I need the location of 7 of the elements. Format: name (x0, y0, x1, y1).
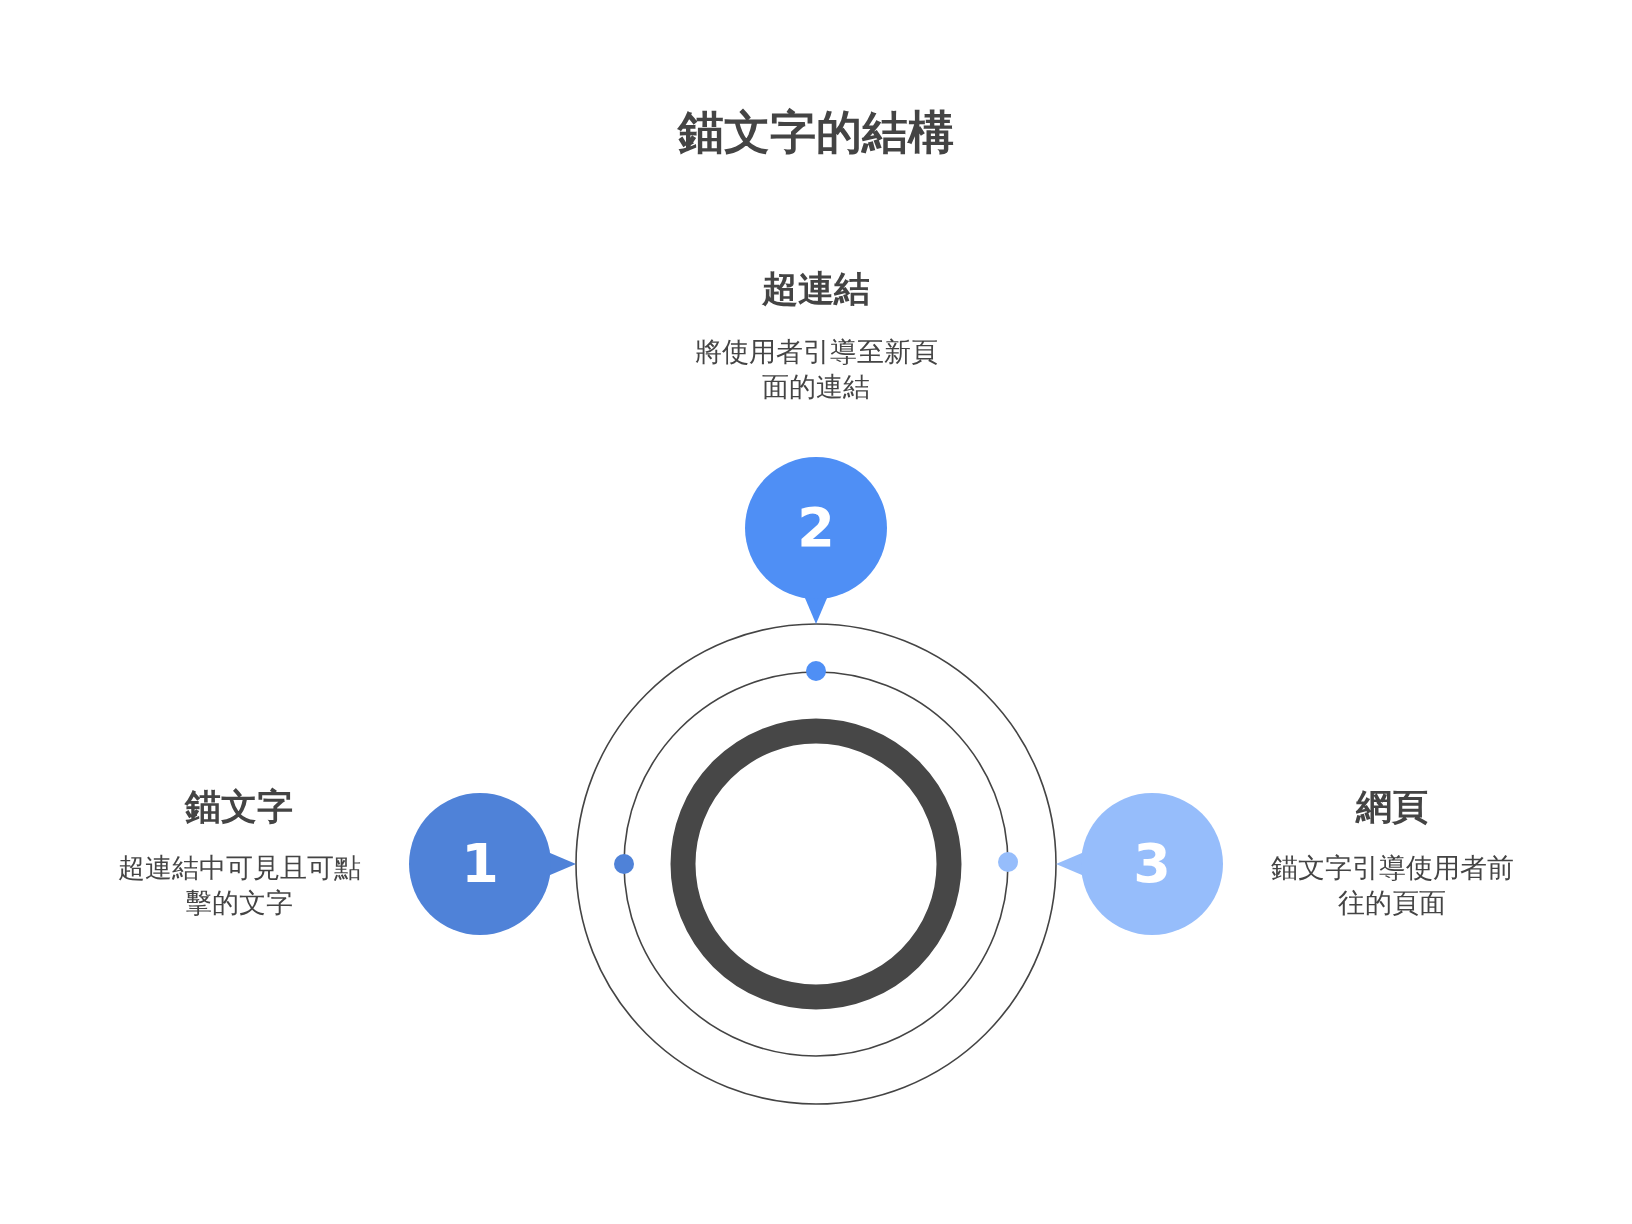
step-description: 超連結中可見且可點擊的文字 (116, 851, 362, 921)
step-description: 錨文字引導使用者前往的頁面 (1269, 851, 1515, 921)
diagram-title: 錨文字的結構 (676, 104, 955, 161)
step-heading: 超連結 (762, 267, 870, 311)
step-description: 將使用者引導至新頁面的連結 (693, 335, 939, 405)
step-heading: 網頁 (1356, 785, 1428, 829)
step-heading: 錨文字 (185, 785, 293, 829)
